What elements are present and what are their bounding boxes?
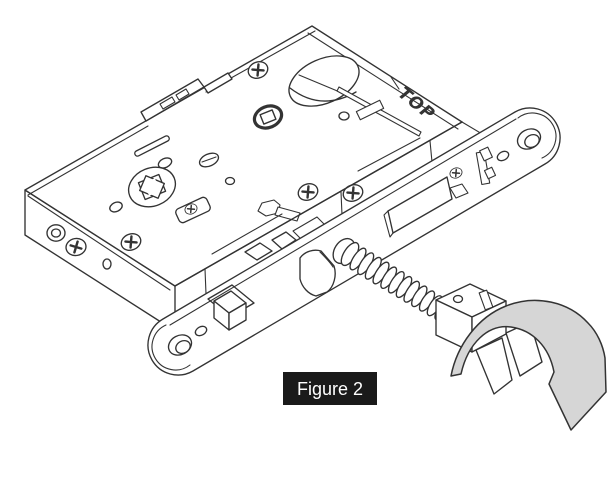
cover-screw — [297, 183, 319, 201]
screw-block — [175, 196, 211, 224]
lock-case — [24, 25, 500, 332]
auxiliary-latch — [299, 249, 336, 297]
cover-screw — [120, 233, 142, 251]
square-hub-hole — [252, 104, 284, 130]
strike-bracket — [449, 146, 497, 199]
latch-snib — [478, 289, 494, 311]
rotation-arrow — [450, 299, 607, 431]
spindle-hub-hole — [127, 166, 177, 208]
caption-box — [283, 372, 377, 405]
figure-caption: Figure 2 — [283, 372, 377, 405]
latchbolt — [213, 290, 247, 331]
faceplate-cutout — [387, 176, 453, 234]
caption-text: Figure 2 — [297, 379, 363, 399]
cover-screw — [247, 61, 269, 79]
edge-tab — [271, 231, 297, 250]
cylinder-hole — [288, 55, 422, 137]
cam-needle — [336, 86, 422, 137]
stop-tab — [140, 78, 205, 122]
cam-crossbar — [355, 99, 385, 121]
side-screw — [65, 237, 87, 257]
latch-prong — [475, 337, 513, 395]
edge-tab — [244, 242, 273, 261]
